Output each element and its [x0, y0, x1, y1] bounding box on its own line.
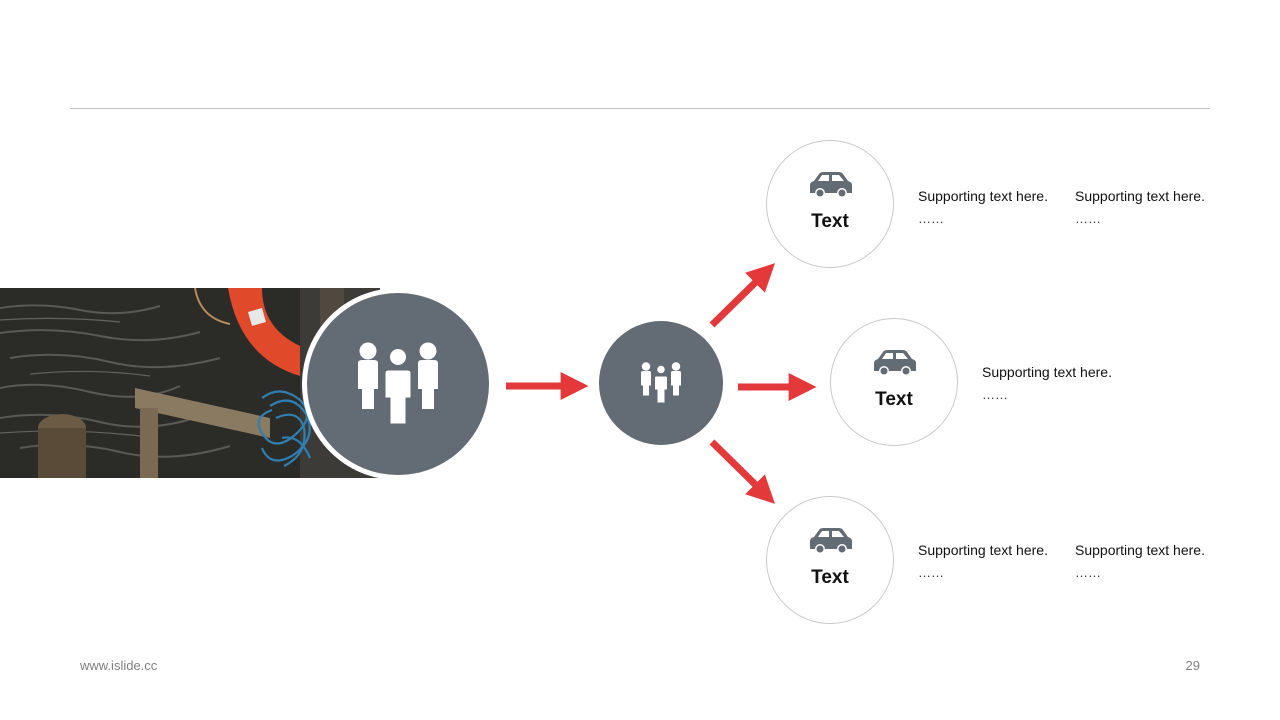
support-line: Supporting text here.	[918, 188, 1048, 204]
arrow-to-top	[709, 263, 775, 328]
primary-hub	[302, 288, 494, 480]
ellipsis: ……	[918, 211, 944, 226]
car-icon	[874, 350, 916, 376]
support-line: Supporting text here.	[1075, 542, 1205, 558]
node-bottom: Text	[766, 496, 894, 624]
ellipsis: ……	[1075, 565, 1101, 580]
header-divider	[70, 108, 1210, 109]
support-line: Supporting text here.	[1075, 188, 1205, 204]
support-text-top-1: Supporting text here. ……	[918, 183, 1048, 229]
footer-website: www.islide.cc	[80, 658, 158, 673]
node-label: Text	[811, 567, 849, 588]
support-line: Supporting text here.	[982, 364, 1112, 380]
people-group-icon	[641, 362, 681, 405]
people-group-icon	[358, 342, 438, 427]
car-icon	[810, 528, 852, 554]
arrow-to-bottom	[709, 439, 775, 504]
support-text-bottom-1: Supporting text here. ……	[918, 537, 1048, 583]
page-number: 29	[1185, 658, 1200, 673]
node-label: Text	[875, 389, 913, 410]
support-line: Supporting text here.	[918, 542, 1048, 558]
secondary-hub	[599, 321, 723, 445]
node-top: Text	[766, 140, 894, 268]
ellipsis: ……	[1075, 211, 1101, 226]
ellipsis: ……	[982, 387, 1008, 402]
ellipsis: ……	[918, 565, 944, 580]
support-text-bottom-2: Supporting text here. ……	[1075, 537, 1205, 583]
support-text-middle-1: Supporting text here. ……	[982, 359, 1112, 405]
support-text-top-2: Supporting text here. ……	[1075, 183, 1205, 229]
node-middle: Text	[830, 318, 958, 446]
car-icon	[810, 172, 852, 198]
node-label: Text	[811, 211, 849, 232]
